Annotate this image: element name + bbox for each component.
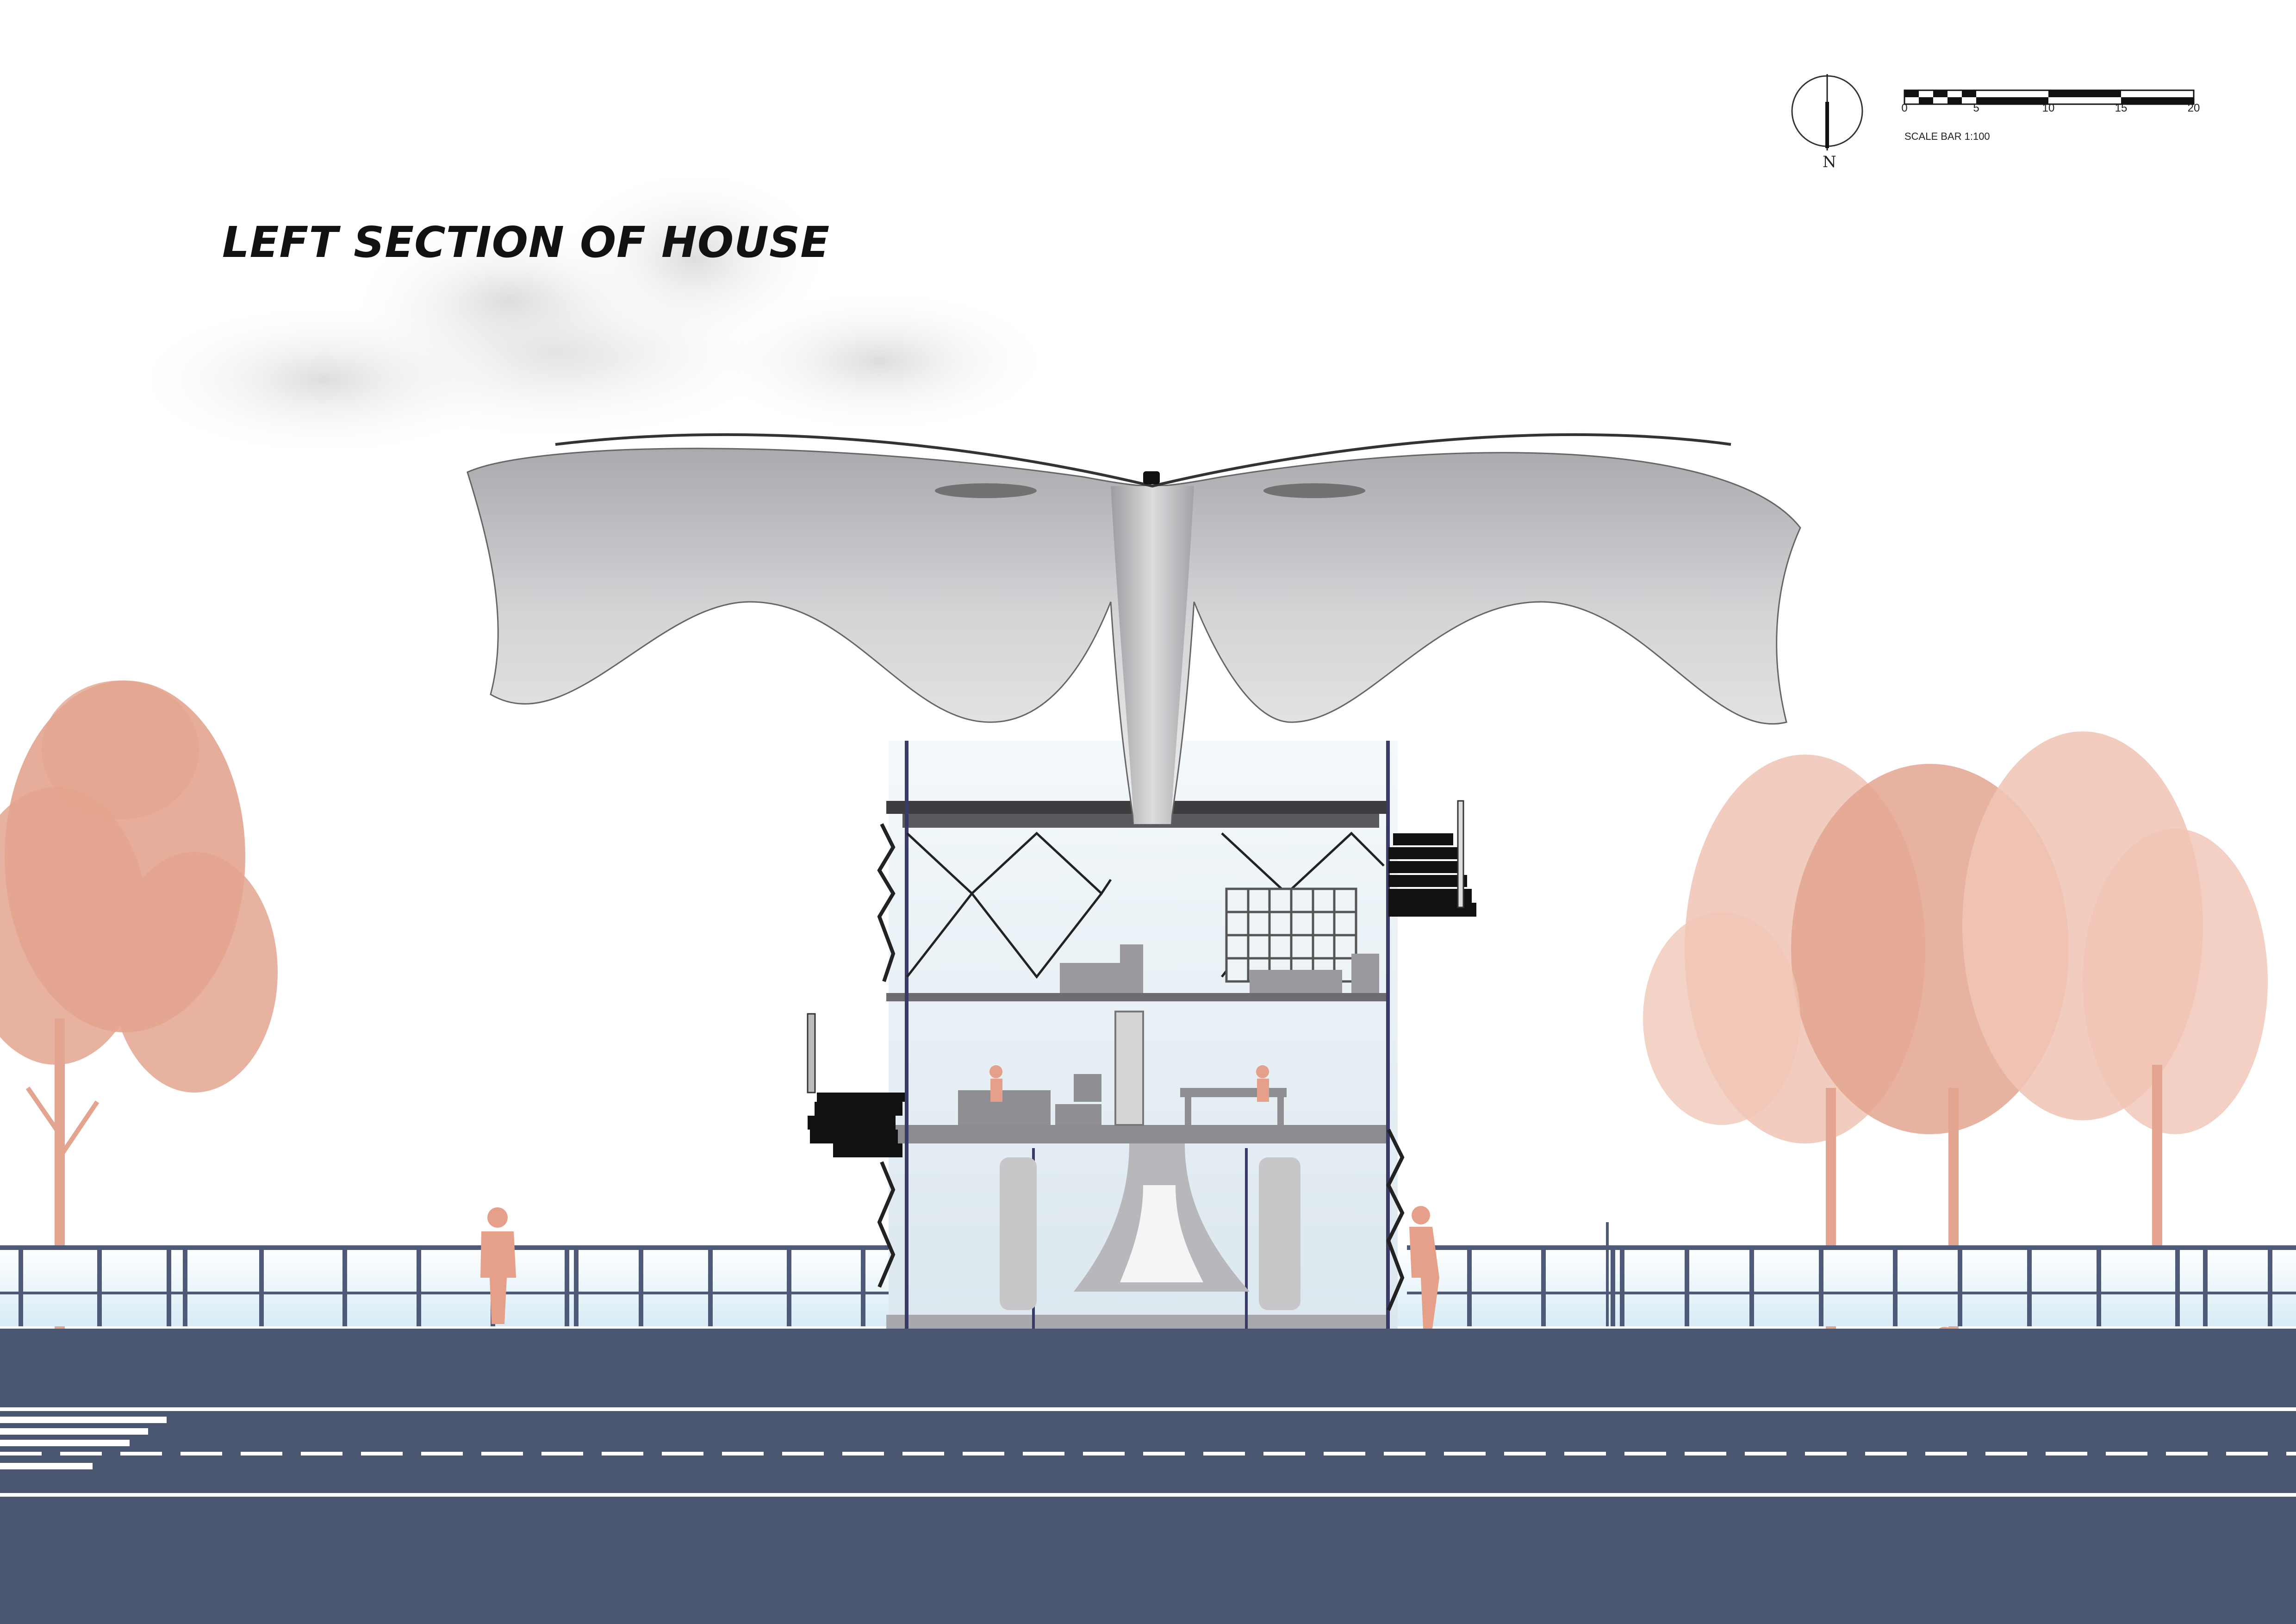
house-section (807, 741, 1476, 1333)
roof-canopy (467, 433, 1801, 825)
scale-tick-label: 5 (1973, 102, 1979, 114)
tree-left (0, 681, 278, 1329)
compass-label: N (1823, 153, 1836, 171)
scale-tick-label: 20 (2187, 102, 2200, 114)
scale-bar (1904, 89, 2195, 105)
page-title: LEFT SECTION OF HOUSE (222, 218, 830, 267)
road (0, 1329, 2296, 1624)
person-leaning-right (1409, 1206, 1439, 1329)
north-arrow-icon (1791, 74, 1863, 150)
cloud (130, 167, 1055, 458)
scale-tick-label: 15 (2115, 102, 2128, 114)
stairs-right (1388, 833, 1476, 917)
stairs-left (808, 1093, 905, 1157)
person-sitting-2 (1256, 1065, 1269, 1102)
window-grid (1225, 887, 1357, 983)
person-sitting-1 (989, 1065, 1002, 1102)
trees-right (1643, 731, 2268, 1329)
scale-tick-label: 10 (2042, 102, 2055, 114)
scale-tick-label: 0 (1901, 102, 1908, 114)
person-standing-left (480, 1207, 516, 1324)
scale-bar-caption: SCALE BAR 1:100 (1904, 131, 1990, 142)
